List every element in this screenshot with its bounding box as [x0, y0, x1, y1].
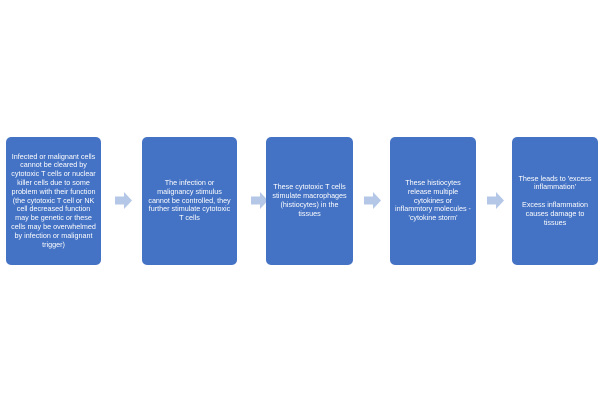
step-box-4: These histiocytes release multiple cytok…: [390, 137, 476, 265]
step-box-5: These leads to 'excess inflammation' Exc…: [512, 137, 598, 265]
step-box-3: These cytotoxic T cells stimulate macrop…: [266, 137, 353, 265]
step-box-2: The infection or malignancy stimulus can…: [142, 137, 237, 265]
step-5-text-2: Excess inflammation causes damage to tis…: [522, 200, 588, 227]
step-box-1: Infected or malignant cells cannot be cl…: [6, 137, 101, 265]
step-3-text: These cytotoxic T cells stimulate macrop…: [272, 182, 347, 218]
arrow-right-icon: [115, 192, 132, 209]
arrow-right-icon: [487, 192, 504, 209]
arrow-right-icon: [251, 192, 268, 209]
arrow-right-icon: [364, 192, 381, 209]
step-1-text: Infected or malignant cells cannot be cl…: [11, 151, 96, 249]
step-2-text: The infection or malignancy stimulus can…: [148, 178, 231, 223]
step-4-text: These histiocytes release multiple cytok…: [395, 178, 471, 223]
step-5-text: These leads to 'excess inflammation': [518, 173, 592, 192]
